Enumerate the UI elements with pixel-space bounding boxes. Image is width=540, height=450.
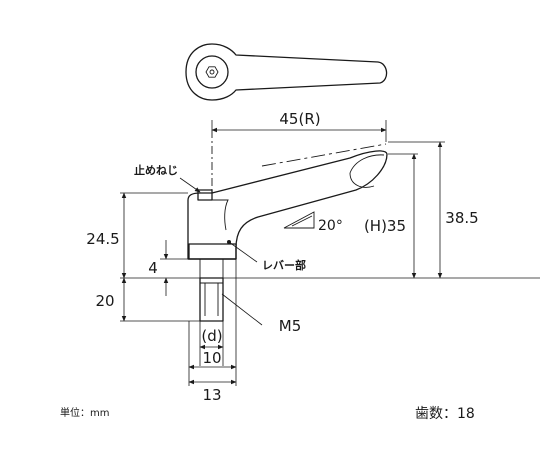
side-view	[187, 130, 388, 322]
hub	[188, 243, 237, 260]
dim-thread-length: 20	[95, 292, 114, 310]
dimension-lines	[121, 127, 443, 385]
lever-body	[187, 150, 388, 260]
dim-thread: M5	[279, 317, 302, 335]
dim-angle: 20°	[318, 218, 343, 234]
teeth-count: 歯数：18	[415, 406, 475, 422]
label-lever-part: レバー部	[262, 258, 306, 272]
set-screw	[197, 189, 213, 201]
dim-length-r: 45(R)	[279, 110, 320, 128]
dim-height-h: (H)35	[364, 217, 406, 235]
hex-socket-icon	[205, 66, 219, 78]
top-view	[185, 43, 388, 101]
dim-body-height: 24.5	[86, 230, 119, 248]
dim-shoulder: 4	[148, 259, 158, 277]
dim-hub-13: 13	[202, 386, 221, 404]
label-set-screw: 止めねじ	[134, 163, 178, 177]
dim-hub-10: 10	[202, 349, 221, 367]
extension-lines	[120, 120, 540, 386]
dim-overall-height: 38.5	[445, 209, 478, 227]
threaded-stud	[199, 277, 224, 322]
dim-hub-d: (d)	[201, 327, 222, 345]
unit-note: 単位：mm	[60, 406, 109, 419]
